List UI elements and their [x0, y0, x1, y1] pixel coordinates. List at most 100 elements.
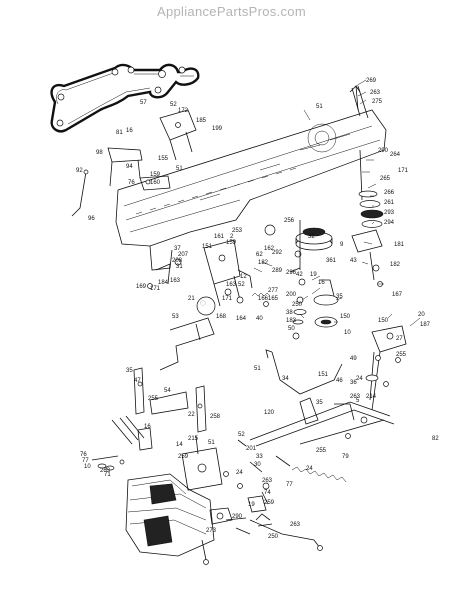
callout-number: 263	[350, 394, 361, 400]
callout-number: 96	[88, 216, 95, 222]
watermark: AppliancePartsPros.com	[157, 4, 306, 19]
callout-number: 214	[366, 394, 377, 400]
callout-number: 16	[318, 280, 325, 286]
callout-number: 151	[202, 244, 213, 250]
callout-number: 250	[292, 302, 303, 308]
engine-pulley	[264, 220, 333, 270]
callout-number: 76	[80, 452, 87, 458]
rod-92	[71, 171, 87, 217]
callout-number: 14	[176, 442, 183, 448]
callout-number: 35	[126, 368, 133, 374]
callout-number: 171	[150, 286, 161, 292]
callout-number: 171	[398, 168, 409, 174]
callout-number: 289	[272, 268, 283, 274]
callout-number: 53	[172, 314, 179, 320]
callout-number: 47	[134, 378, 141, 384]
callout-number: 54	[164, 388, 171, 394]
bracket-30	[137, 427, 153, 451]
callout-number: 71	[104, 472, 111, 478]
callout-number: 51	[316, 104, 323, 110]
callout-number: 162	[264, 246, 275, 252]
transmission-pulley-stack	[349, 85, 384, 287]
spring-250	[291, 466, 347, 483]
callout-number: 166	[258, 296, 269, 302]
callout-number: 34	[282, 376, 289, 382]
callout-number: 185	[196, 118, 207, 124]
callout-number: 24	[306, 466, 313, 472]
callout-number: 24	[356, 376, 363, 382]
callout-number: 151	[318, 372, 329, 378]
callout-number: 52	[238, 282, 245, 288]
callout-number: 32	[308, 234, 315, 240]
callout-number: 52	[170, 102, 177, 108]
callout-number: 35	[316, 400, 323, 406]
callout-number: 163	[226, 282, 237, 288]
callout-number: 10	[84, 464, 91, 470]
callout-number: 94	[126, 164, 133, 170]
callout-number: 155	[158, 156, 169, 162]
callout-number: 19	[248, 502, 255, 508]
callout-number: 163	[170, 278, 181, 284]
callout-number: 253	[232, 228, 243, 234]
bolts-263	[111, 415, 145, 445]
callout-number: 5	[356, 398, 360, 404]
callout-number: 293	[384, 210, 395, 216]
drive-belt	[50, 63, 200, 133]
callout-number: 292	[272, 250, 283, 256]
idler-pulley-column	[289, 267, 339, 340]
callout-number: 57	[140, 100, 147, 106]
callout-number: 215	[188, 436, 199, 442]
callout-number: 12	[240, 274, 247, 280]
callout-number: 183	[286, 318, 297, 324]
callout-number: 184	[158, 280, 169, 286]
callout-number: 81	[116, 130, 123, 136]
callout-number: 265	[380, 176, 391, 182]
callout-number: 168	[216, 314, 227, 320]
ball-knob	[196, 296, 216, 316]
callout-number: 172	[178, 108, 189, 114]
callout-number: 161	[214, 234, 225, 240]
callout-number: 208	[172, 258, 183, 264]
callout-number: 27	[396, 336, 403, 342]
callout-number: 42	[296, 272, 303, 278]
callout-number: 22	[188, 412, 195, 418]
rod-34	[271, 351, 343, 395]
callout-number: 51	[208, 440, 215, 446]
callout-number: 51	[254, 366, 261, 372]
callout-number: 77	[286, 482, 293, 488]
right-lever-assembly	[365, 325, 407, 411]
callout-number: 40	[256, 316, 263, 322]
callout-number: 38	[286, 310, 293, 316]
callout-number: 263	[290, 522, 301, 528]
callout-number: 181	[394, 242, 405, 248]
callout-number: 361	[326, 258, 337, 264]
callout-number: 182	[390, 262, 401, 268]
callout-number: 159	[226, 240, 237, 246]
callout-number: 43	[350, 258, 357, 264]
callout-number: 199	[212, 126, 223, 132]
callout-number: 16	[126, 128, 133, 134]
callout-number: 49	[350, 356, 357, 362]
shift-rod	[159, 317, 215, 371]
callout-number: 76	[128, 180, 135, 186]
callout-number: 21	[188, 296, 195, 302]
callout-number: 263	[370, 90, 381, 96]
callout-number: 2	[230, 234, 234, 240]
callout-number: 255	[148, 396, 159, 402]
callout-number: 62	[256, 252, 263, 258]
rod-71	[249, 519, 321, 549]
bolts-center-bottom	[237, 439, 270, 505]
callout-number: 16	[144, 424, 151, 430]
callout-number: 120	[264, 410, 275, 416]
belt-idlers	[56, 66, 186, 127]
callout-number: 266	[384, 190, 395, 196]
callout-number: 290	[232, 514, 243, 520]
callout-number: 52	[238, 432, 245, 438]
callout-number: 207	[178, 252, 189, 258]
callout-number: 79	[342, 454, 349, 460]
callout-number: 182	[258, 260, 269, 266]
transaxle	[125, 473, 251, 565]
